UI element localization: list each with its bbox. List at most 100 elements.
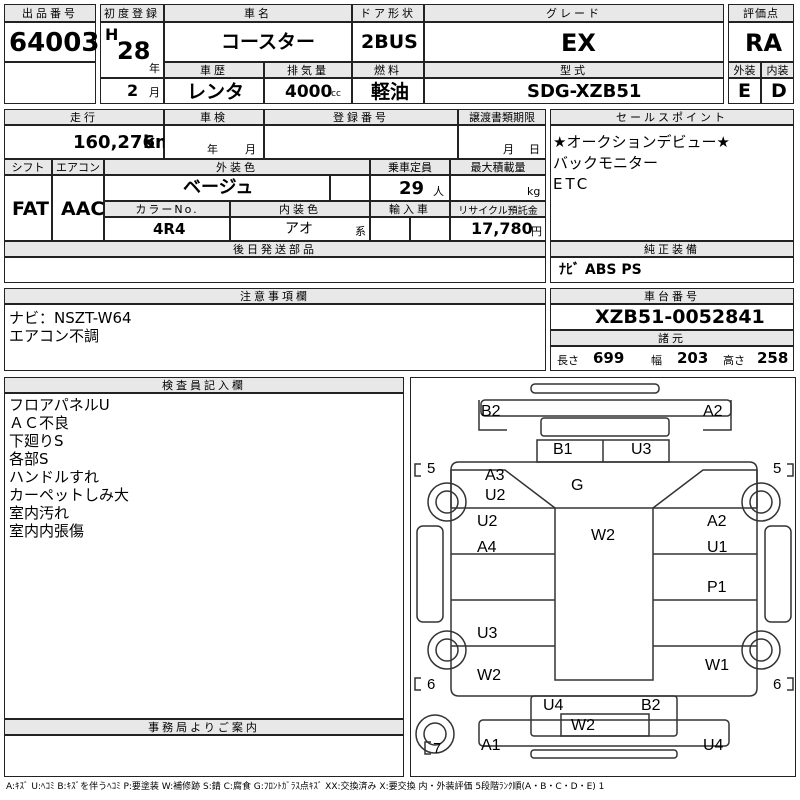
damage-label: U3	[477, 625, 498, 642]
office-box	[4, 735, 404, 777]
inspector-line: 各部S	[9, 450, 49, 468]
month-unit: 月	[149, 86, 160, 99]
damage-label: U4	[543, 697, 564, 714]
transfer-day-unit: 日	[529, 143, 540, 156]
length: 699	[593, 349, 625, 367]
plate-cell	[264, 125, 458, 159]
damage-label: A4	[477, 539, 497, 556]
car-name: コースター	[221, 31, 316, 53]
tire-front-left	[427, 482, 467, 522]
color-extra-cell	[330, 175, 370, 201]
damage-label: U1	[707, 539, 728, 556]
specs-label: 諸元	[550, 330, 794, 346]
damage-label: W2	[477, 667, 501, 684]
damage-label: W2	[591, 527, 615, 544]
car-diagram: B2 A2 B1 U3 G A3 U2 W2 U2 A4 U3 W2 A2 U1…	[410, 377, 796, 777]
bus-outline	[414, 383, 794, 759]
color-cell: ベージュ	[104, 175, 330, 201]
score: RA	[745, 29, 783, 57]
height-label: 高さ	[723, 354, 745, 367]
int-color-cell: アオ 系	[230, 217, 370, 241]
first-reg-cell: H 28 年	[100, 22, 164, 78]
score-cell: RA	[728, 22, 794, 62]
width-label: 幅	[651, 354, 662, 367]
recycle-fee: 17,780	[471, 219, 533, 238]
recycle-cell: 17,780 円	[450, 217, 546, 241]
load-cell: kg	[450, 175, 546, 201]
model-cell: SDG-XZB51	[424, 78, 724, 104]
inspector-line: 室内内張傷	[9, 522, 85, 540]
tire-rear-right	[741, 630, 781, 670]
displacement: 4000	[285, 82, 333, 102]
width: 203	[677, 349, 709, 367]
history-label: 車歴	[164, 62, 264, 78]
shift: FAT	[12, 198, 49, 220]
shift-label: シフト	[4, 159, 52, 175]
transfer-cell: 月 日	[458, 125, 546, 159]
history: レンタ	[187, 81, 245, 103]
lot-number-cell: 64003	[4, 22, 99, 62]
later-parts-box	[4, 257, 546, 283]
caution-line: ナビ：NSZT-W64	[9, 309, 132, 327]
tire-depth: 6	[773, 676, 782, 693]
damage-label: B1	[553, 441, 573, 458]
height: 258	[757, 349, 789, 367]
int-label: 内装	[761, 62, 794, 78]
lot-number-label: 出品番号	[4, 4, 96, 22]
year-unit: 年	[149, 62, 160, 75]
sales-point-label: セールスポイント	[550, 109, 794, 125]
first-reg-label: 初度登録	[100, 4, 164, 22]
door-cell: 2BUS	[352, 22, 424, 62]
sales-point-item: バックモニター	[553, 154, 659, 172]
genuine-label: 純正装備	[550, 241, 794, 257]
damage-label: A2	[707, 513, 727, 530]
reg-month-cell: 2 月	[100, 78, 164, 104]
damage-label: U2	[477, 513, 498, 530]
inspector-line: ＡＣ不良	[9, 414, 70, 432]
office-label: 事務局よりご案内	[4, 719, 404, 735]
damage-label: A3	[485, 467, 505, 484]
tire-rear-left	[427, 630, 467, 670]
seats-label: 乗車定員	[370, 159, 450, 175]
sales-point-box: ★オークションデビュー★ バックモニター ETC	[550, 125, 794, 241]
inspection-label: 車検	[164, 109, 264, 125]
ext-grade: E	[738, 80, 751, 102]
damage-label: U3	[631, 441, 652, 458]
damage-label: A2	[703, 403, 723, 420]
import-cell-2	[410, 217, 450, 241]
color-label: 外装色	[104, 159, 370, 175]
sales-point-item: ETC	[553, 175, 591, 193]
inspector-line: 下廻りS	[9, 432, 64, 450]
inspector-line: 室内汚れ	[9, 504, 70, 522]
load-label: 最大積載量	[450, 159, 546, 175]
seats-cell: 29 人	[370, 175, 450, 201]
disp-label: 排気量	[264, 62, 352, 78]
damage-label: B2	[641, 697, 661, 714]
int-color-unit: 系	[355, 225, 366, 238]
int-grade: D	[771, 80, 787, 102]
color-no-label: カラーNo.	[104, 201, 230, 217]
car-name-label: 車名	[164, 4, 352, 22]
damage-label: U4	[703, 737, 724, 754]
later-parts-label: 後日発送部品	[4, 241, 546, 257]
int-color-label: 内装色	[230, 201, 370, 217]
ac-cell: AAC	[52, 175, 104, 241]
reg-year: 28	[117, 37, 151, 65]
mileage-label: 走行	[4, 109, 164, 125]
color-no-cell: 4R4	[104, 217, 230, 241]
inspector-line: カーペットしみ大	[9, 486, 130, 504]
color-no: 4R4	[153, 220, 186, 238]
color: ベージュ	[183, 177, 254, 198]
mileage-cell: 160,276 km	[4, 125, 174, 159]
chassis-cell: XZB51-0052841	[550, 304, 794, 330]
inspector-line: フロアパネルU	[9, 396, 110, 414]
ac-label: エアコン	[52, 159, 104, 175]
ac: AAC	[61, 198, 105, 220]
caution-label: 注意事項欄	[4, 288, 546, 304]
disp-unit: cc	[331, 89, 341, 99]
era: H	[105, 25, 119, 44]
load-unit: kg	[527, 185, 541, 198]
fuel-label: 燃料	[352, 62, 424, 78]
caution-line: エアコン不調	[9, 327, 100, 345]
seats: 29	[399, 178, 425, 199]
